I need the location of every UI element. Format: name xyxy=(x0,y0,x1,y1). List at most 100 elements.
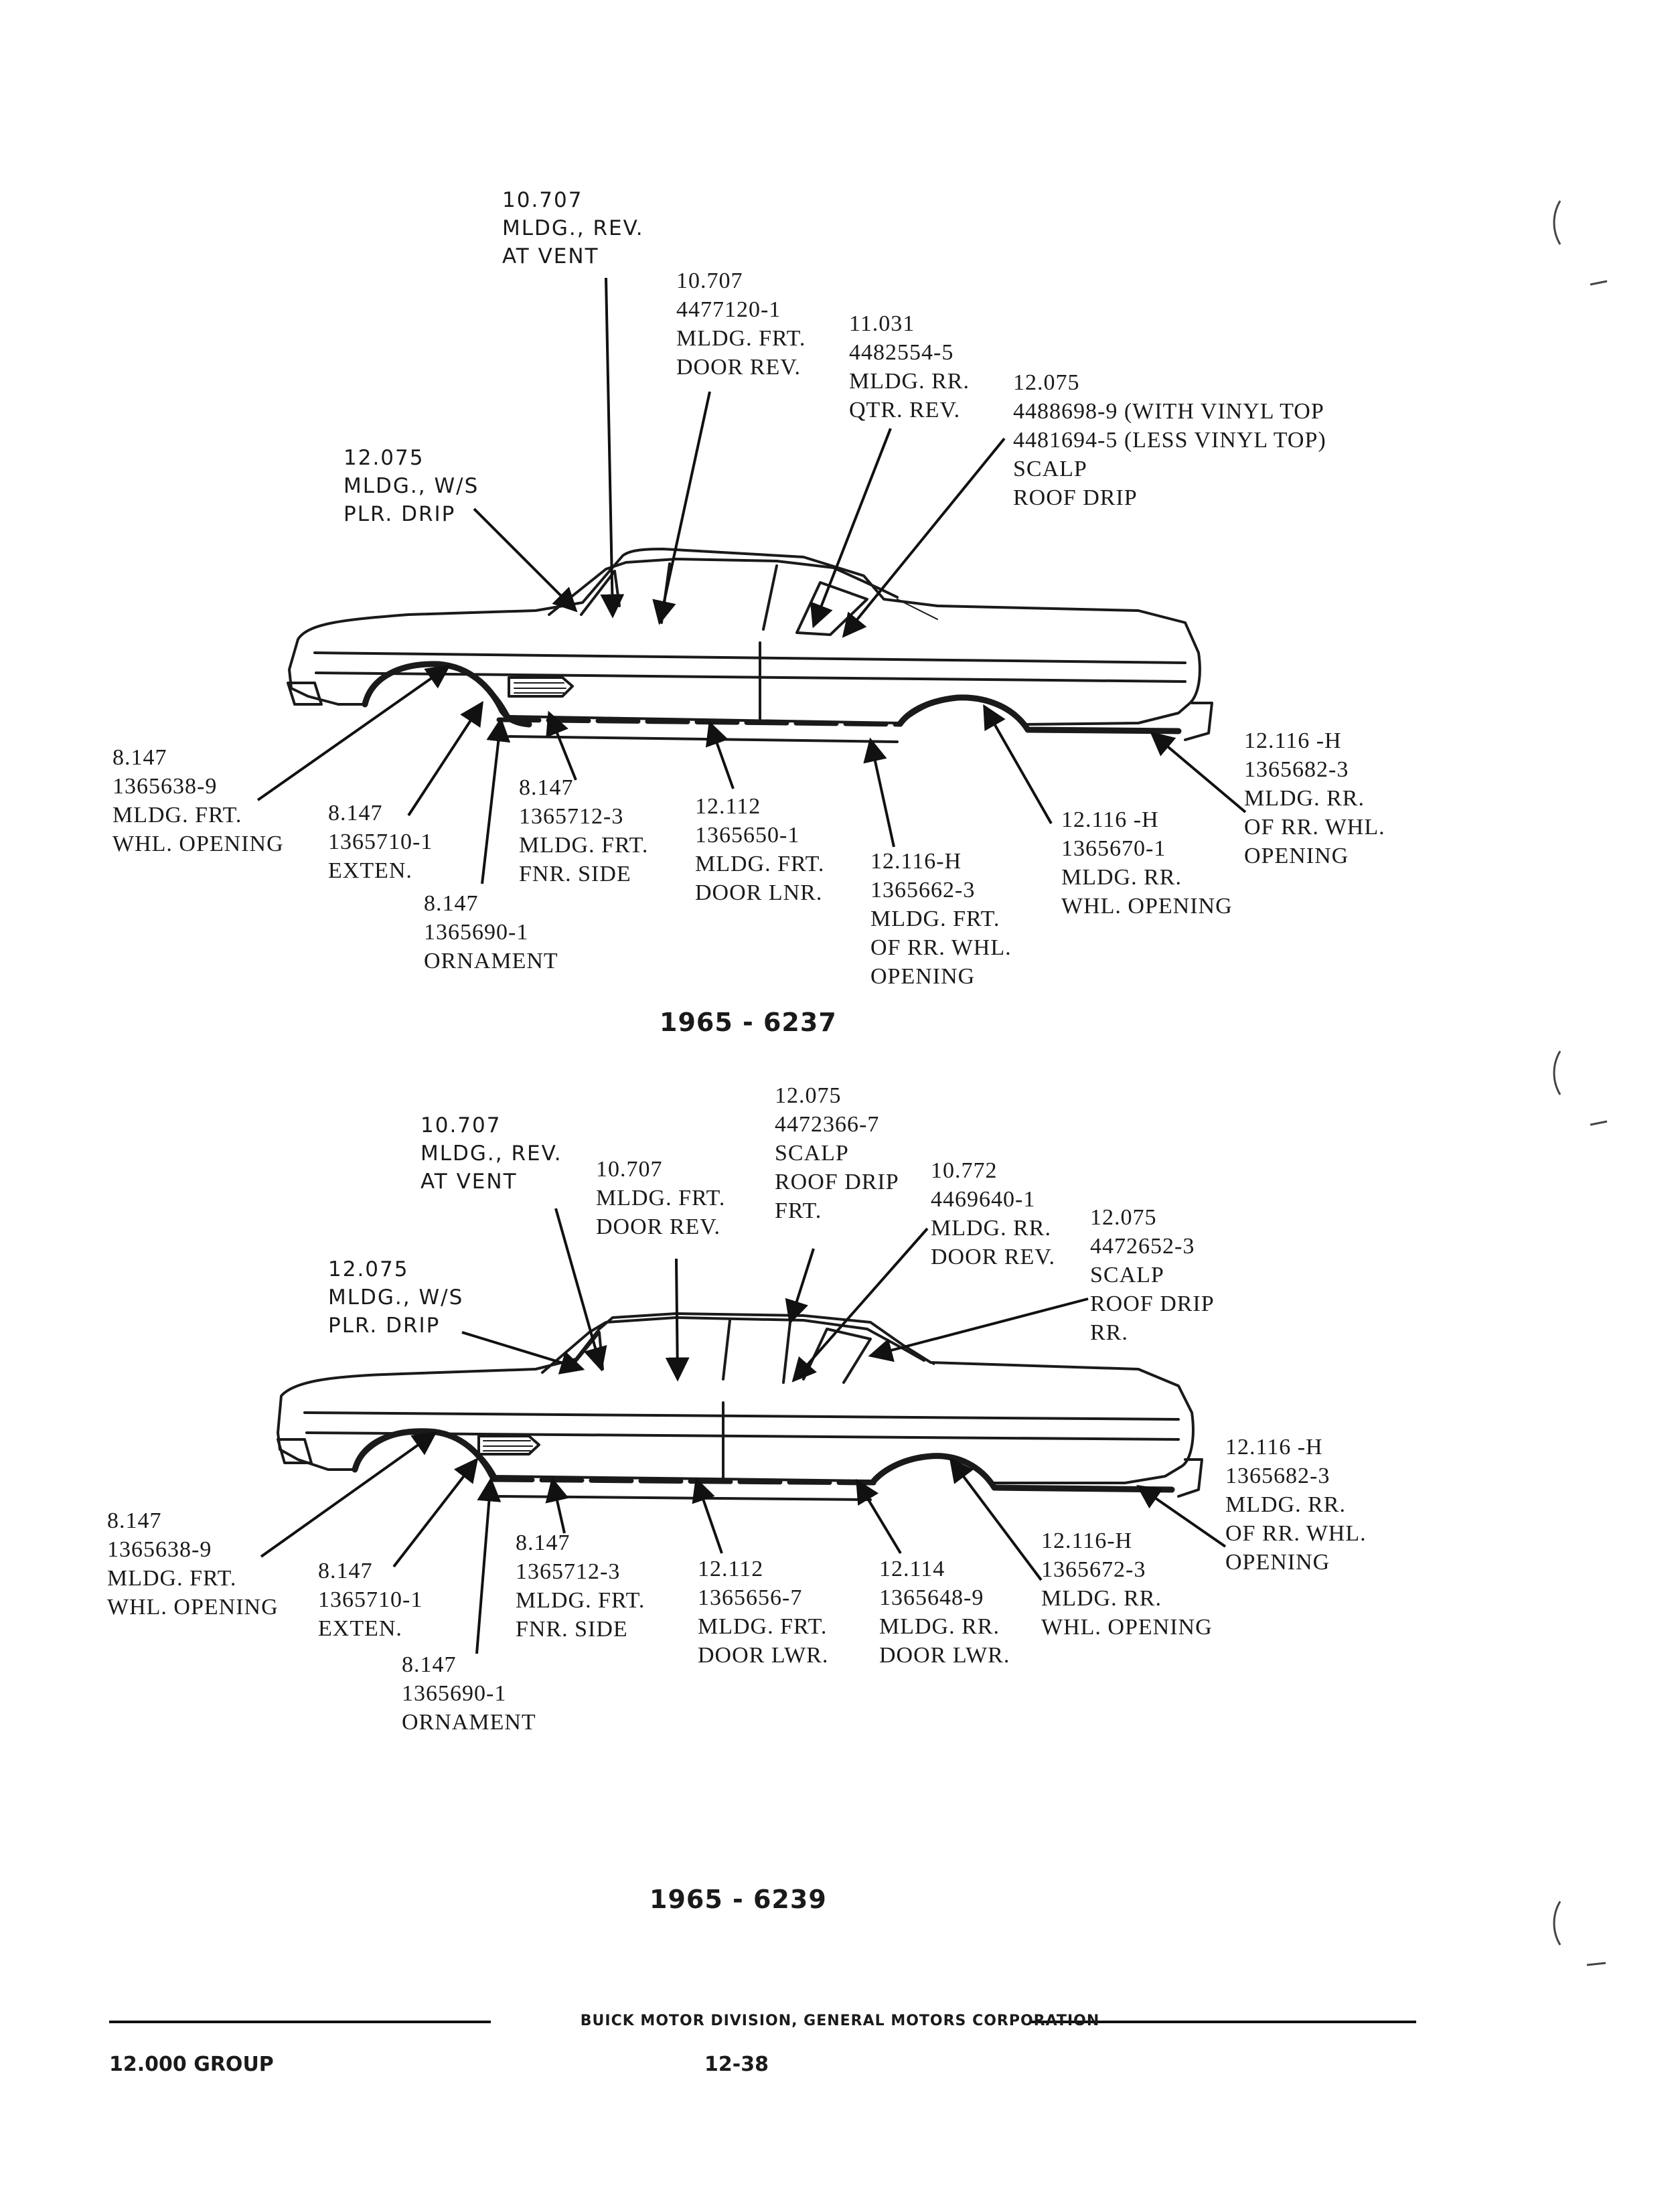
callout-line: MLDG., REV. xyxy=(421,1142,562,1166)
diagram-title-6239: 1965 - 6239 xyxy=(650,1885,827,1914)
callout-line: 4472366-7 xyxy=(775,1112,880,1137)
callout-line: 1365638-9 xyxy=(112,774,218,799)
callout-line: 8.147 xyxy=(107,1508,162,1533)
callout-line: PLR. DRIP xyxy=(343,502,456,526)
callout-line: OF RR. WHL. xyxy=(1244,815,1385,840)
callout-line: MLDG. FRT. xyxy=(698,1614,828,1639)
callout-line: 12.114 xyxy=(879,1557,945,1581)
callout-line: 4488698-9 (WITH VINYL TOP xyxy=(1013,399,1324,424)
callout-line: WHL. OPENING xyxy=(112,832,284,856)
callout-line: MLDG., W/S xyxy=(328,1285,464,1310)
callout-line: 1365682-3 xyxy=(1225,1464,1330,1488)
callout-line: 1365648-9 xyxy=(879,1585,984,1610)
callout-line: FRT. xyxy=(775,1198,822,1223)
callout-line: 12.112 xyxy=(698,1557,764,1581)
diagram-title-6237: 1965 - 6237 xyxy=(660,1008,837,1037)
callout-line: DOOR REV. xyxy=(931,1245,1055,1269)
callout-line: 8.147 xyxy=(424,891,479,916)
callout-line: MLDG. RR. xyxy=(1225,1492,1346,1517)
scan-marks xyxy=(1553,200,1608,1966)
callout-line: 12.112 xyxy=(695,794,761,819)
callout-line: MLDG. RR. xyxy=(931,1216,1051,1241)
callout-line: MLDG. FRT. xyxy=(676,326,806,351)
callout-line: RR. xyxy=(1090,1320,1128,1345)
callout-line: DOOR LWR. xyxy=(698,1643,829,1668)
callout-line: MLDG. RR. xyxy=(1041,1586,1162,1611)
callout-line: 1365656-7 xyxy=(698,1585,803,1610)
callout-line: WHL. OPENING xyxy=(1041,1615,1213,1640)
callout-line: 1365682-3 xyxy=(1244,757,1349,782)
leader-lines-6237 xyxy=(256,277,1247,884)
callout-line: 8.147 xyxy=(519,775,574,800)
callout-line: OF RR. WHL. xyxy=(1225,1521,1367,1546)
callout-line: MLDG. RR. xyxy=(849,369,970,394)
callout-line: 12.116-H xyxy=(870,849,962,874)
callout-line: WHL. OPENING xyxy=(107,1595,279,1620)
callout-line: 10.707 xyxy=(676,268,743,293)
callout-line: 1365710-1 xyxy=(318,1587,423,1612)
callout-line: DOOR LNR. xyxy=(695,880,823,905)
callout-line: 12.116 -H xyxy=(1225,1435,1323,1460)
callout-line: MLDG., W/S xyxy=(343,474,479,498)
callout-line: 4472652-3 xyxy=(1090,1234,1195,1259)
footer-rule-right xyxy=(1031,2021,1416,2023)
leader-lines-6239 xyxy=(260,1208,1227,1654)
callout-line: FNR. SIDE xyxy=(519,862,631,886)
callout-line: ROOF DRIP xyxy=(775,1170,899,1194)
callout-line: MLDG., REV. xyxy=(502,216,644,240)
callout-line: SCALP xyxy=(1013,457,1087,481)
callout-line: 1365690-1 xyxy=(424,920,529,945)
footer-rule-left xyxy=(109,2021,491,2023)
callout-line: 1365672-3 xyxy=(1041,1557,1146,1582)
callout-line: ORNAMENT xyxy=(402,1710,536,1735)
callout-line: 1365650-1 xyxy=(695,823,800,848)
callout-line: 1365690-1 xyxy=(402,1681,507,1706)
callout-line: 8.147 xyxy=(112,745,167,770)
callout-line: 8.147 xyxy=(328,801,383,825)
callout-line: MLDG. FRT. xyxy=(695,852,825,876)
callout-line: 10.707 xyxy=(596,1157,663,1182)
callout-line: ROOF DRIP xyxy=(1013,485,1138,510)
callout-line: 1365712-3 xyxy=(519,804,624,829)
callout-line: 12.075 xyxy=(1090,1205,1157,1230)
callout-line: 8.147 xyxy=(318,1559,373,1583)
callout-line: SCALP xyxy=(775,1141,849,1166)
callout-line: AT VENT xyxy=(421,1170,518,1194)
callout-line: 1365662-3 xyxy=(870,878,976,902)
callout-line: QTR. REV. xyxy=(849,398,961,422)
footer-publisher: BUICK MOTOR DIVISION, GENERAL MOTORS COR… xyxy=(580,2013,1100,2029)
callout-line: MLDG. FRT. xyxy=(516,1588,645,1613)
callout-line: EXTEN. xyxy=(328,858,412,883)
callout-line: OPENING xyxy=(1244,844,1349,868)
callout-line: DOOR REV. xyxy=(676,355,801,380)
callout-line: MLDG. FRT. xyxy=(596,1186,726,1210)
callout-line: OPENING xyxy=(870,964,976,989)
callout-line: 1365712-3 xyxy=(516,1559,621,1584)
callout-line: OF RR. WHL. xyxy=(870,935,1012,960)
callout-line: SCALP xyxy=(1090,1263,1164,1287)
callout-line: 12.116 -H xyxy=(1061,807,1159,832)
